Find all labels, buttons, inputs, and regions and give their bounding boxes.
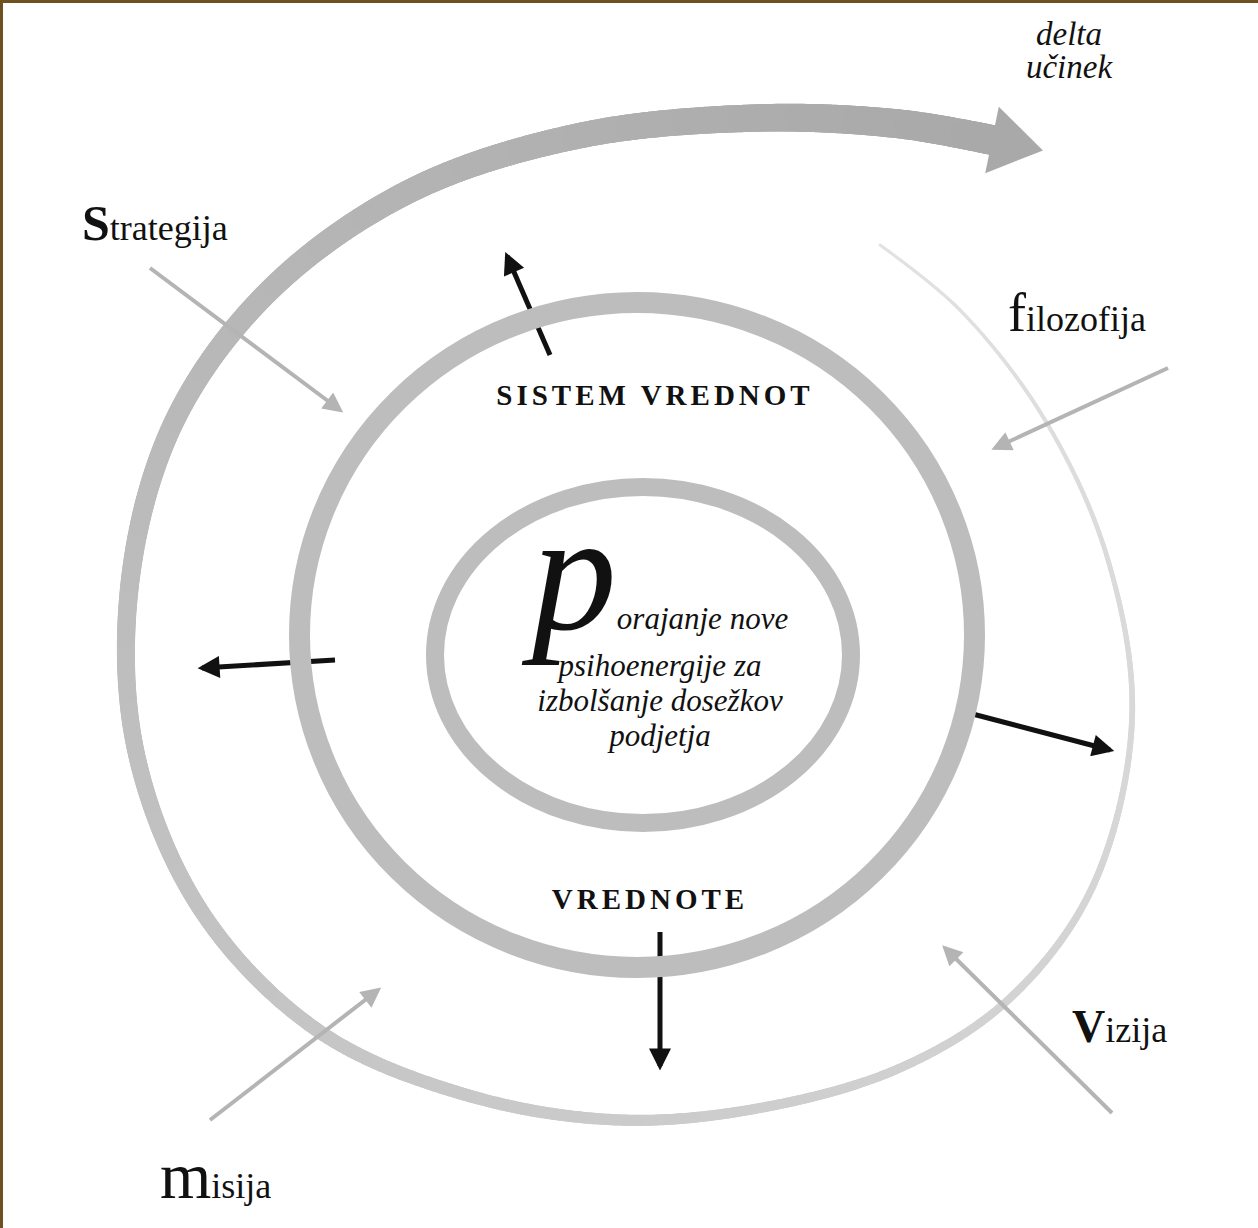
- inward-arrows: [150, 268, 1168, 1120]
- inward-arrow: [150, 268, 340, 410]
- outward-arrow: [658, 932, 663, 1066]
- core-statement: porajanje nove psihoenergije za izbolšan…: [495, 496, 825, 753]
- outward-arrows: [202, 256, 1110, 1066]
- ring-heading: SISTEM VREDNOT: [496, 378, 813, 413]
- outward-arrow: [965, 712, 1110, 750]
- input-label: misija: [160, 1140, 271, 1213]
- spiral-arrowhead: [985, 107, 1043, 174]
- ring-stroke: [300, 303, 975, 968]
- ring-stroke: [435, 487, 851, 823]
- input-label: filozofija: [1008, 284, 1146, 343]
- input-label: Vizija: [1072, 1002, 1167, 1053]
- inward-arrow: [995, 368, 1168, 448]
- scan-border: [0, 0, 1258, 3]
- inward-arrow: [210, 990, 378, 1120]
- outward-arrow: [202, 660, 335, 668]
- ring-heading: VREDNOTE: [552, 882, 748, 917]
- value-ring: porajanje nove psihoenergije za izbolšan…: [289, 292, 985, 978]
- effect-label: delta učinek: [1003, 18, 1135, 84]
- scan-border: [0, 0, 3, 1228]
- spiral-guide: [126, 118, 1132, 1121]
- spiral-arrow: [126, 107, 1132, 1121]
- input-label: Strategija: [82, 196, 228, 251]
- core-circle: porajanje nove psihoenergije za izbolšan…: [426, 478, 860, 832]
